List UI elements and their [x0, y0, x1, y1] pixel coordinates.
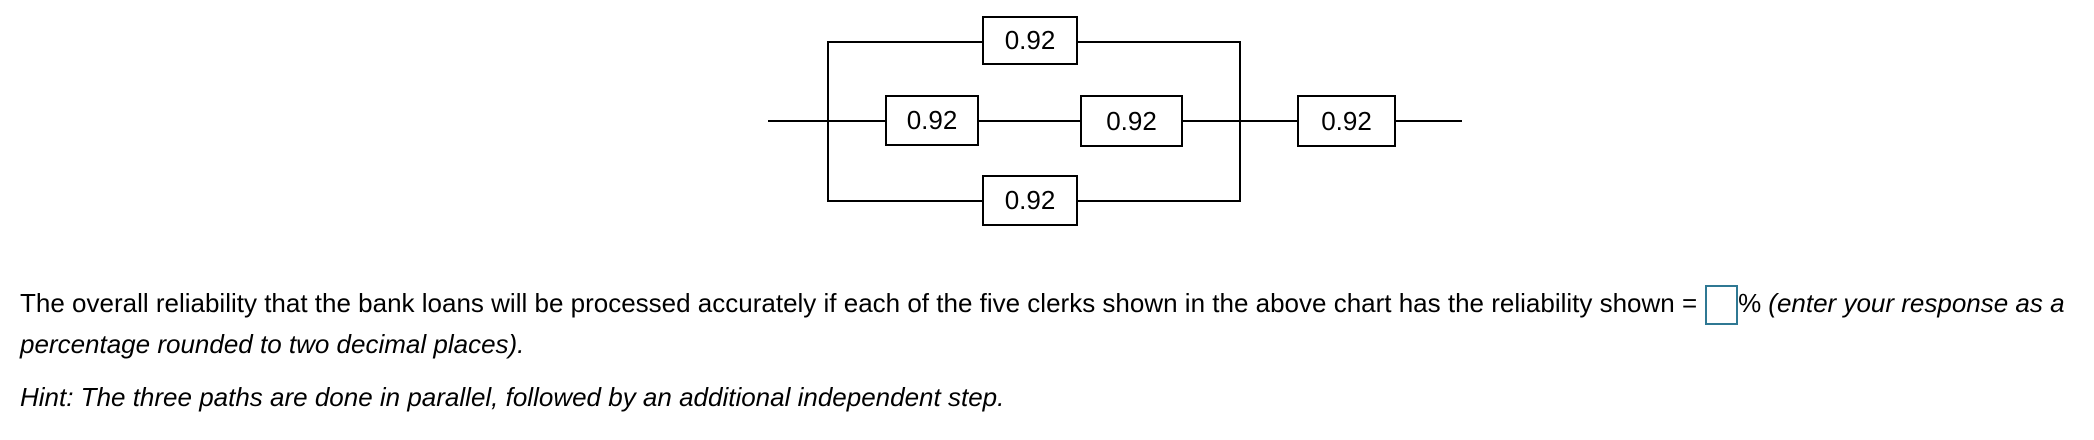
reliability-value: 0.92: [1004, 25, 1056, 55]
reliability-value: 0.92: [1106, 105, 1157, 136]
question-text: The overall reliability that the bank lo…: [20, 284, 2094, 363]
percent-sign: %: [1738, 288, 1762, 318]
reliability-value: 0.92: [1004, 185, 1056, 215]
reliability-box-middle-first: 0.92: [885, 95, 979, 146]
response-note-line1: (enter your response as a: [1768, 288, 2065, 318]
question-statement: The overall reliability that the bank lo…: [20, 288, 1698, 318]
reliability-box-middle-second: 0.92: [1080, 95, 1183, 147]
reliability-box-bottom-branch: 0.92: [982, 175, 1078, 226]
hint-text: Hint: The three paths are done in parall…: [20, 382, 1005, 412]
reliability-box-top-branch: 0.92: [982, 16, 1078, 65]
reliability-value: 0.92: [1321, 105, 1372, 136]
connector-line-right-junction: [1239, 41, 1241, 202]
answer-input[interactable]: [1705, 285, 1739, 326]
reliability-value: 0.92: [906, 105, 958, 135]
reliability-box-series-step: 0.92: [1297, 95, 1396, 147]
reliability-diagram: 0.92 0.92 0.92 0.92 0.92: [768, 16, 1462, 226]
response-note-line2: percentage rounded to two decimal places…: [20, 329, 525, 360]
connector-line-left-junction: [827, 41, 829, 202]
